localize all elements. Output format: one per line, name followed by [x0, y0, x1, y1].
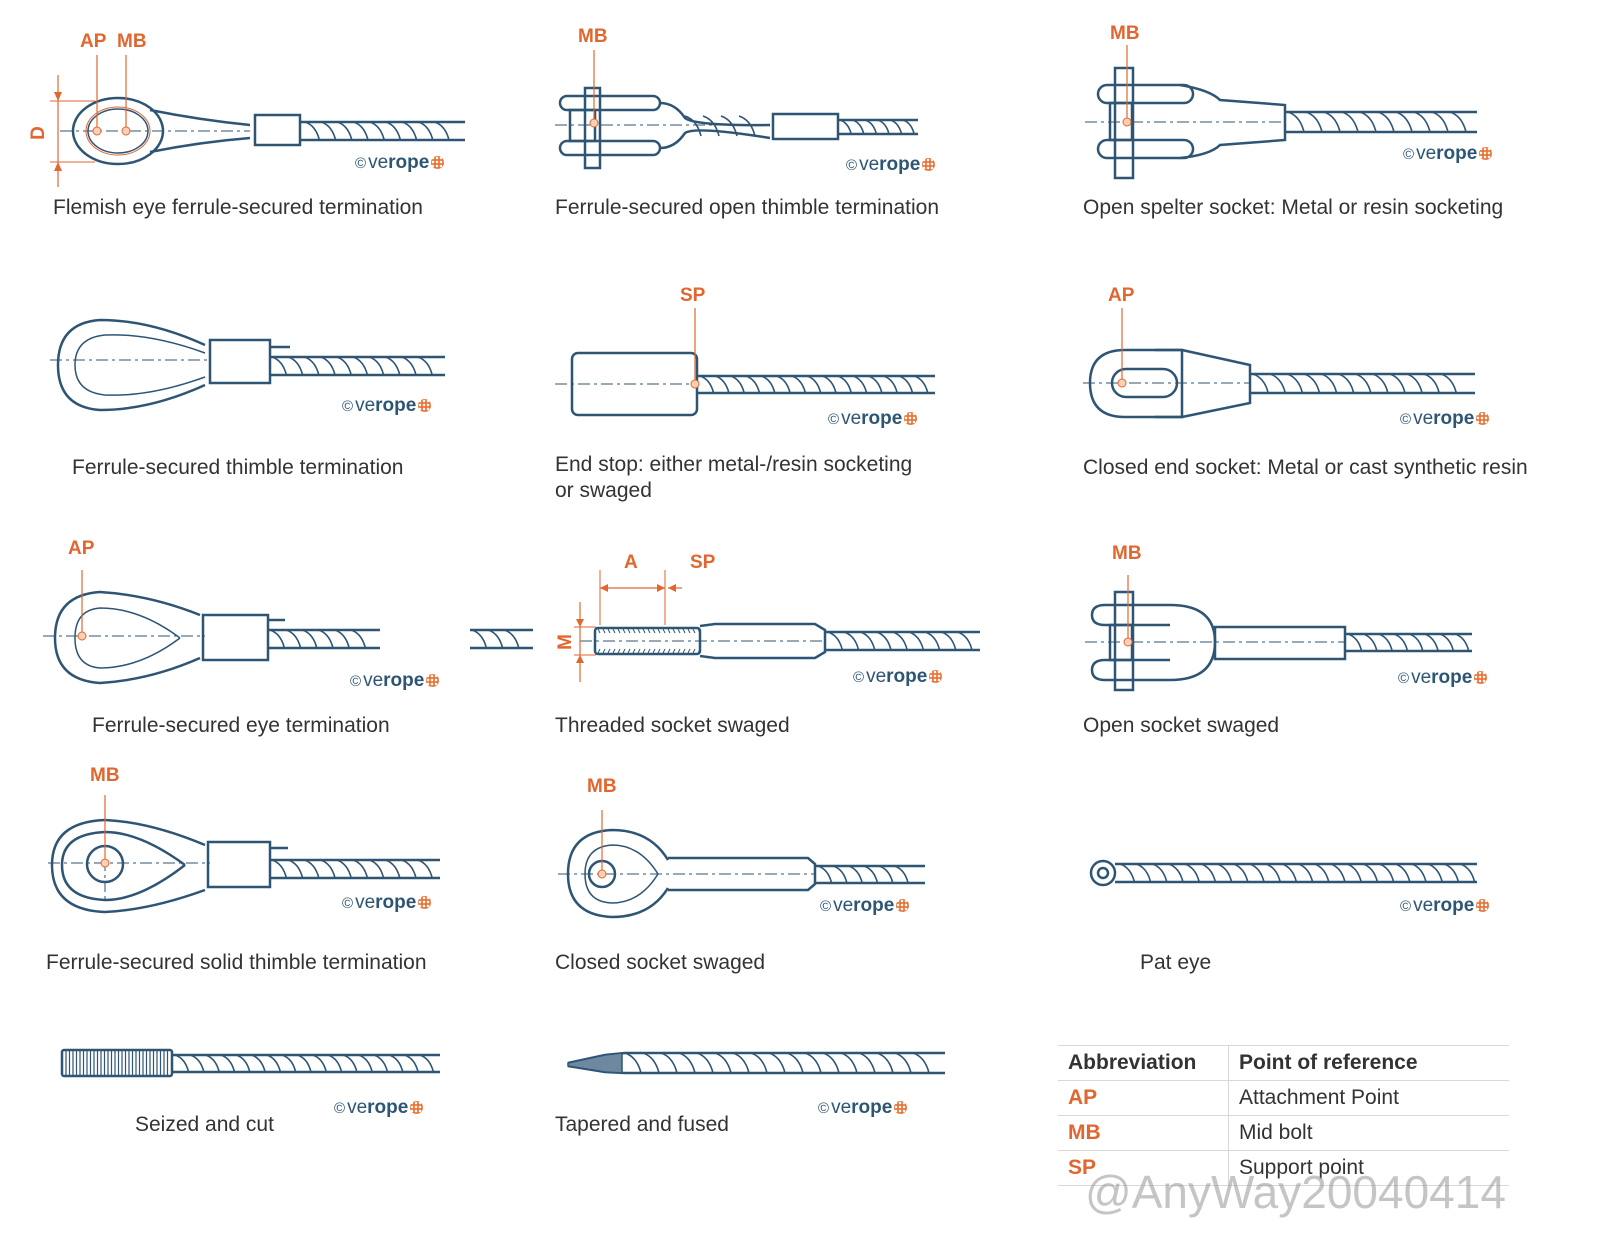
- diagram-threaded-socket: A SP M ©verope Threaded socket swaged: [555, 530, 1000, 770]
- open-thimble-drawing: [555, 50, 918, 170]
- diagram-open-spelter-socket: MB ©verope Open spelter socket: Metal or…: [1070, 0, 1570, 240]
- verope-logo: ©verope: [1400, 408, 1490, 430]
- closed-socket-drawing: [558, 810, 925, 919]
- label-d: D: [27, 126, 49, 140]
- caption-line2: or swaged: [555, 479, 652, 502]
- diagram-closed-end-socket: AP ©verope Closed end socket: Metal or c…: [1070, 265, 1590, 505]
- label-sp: SP: [680, 285, 706, 306]
- caption: Ferrule-secured open thimble termination: [555, 196, 940, 219]
- verope-logo: ©verope: [334, 1097, 424, 1119]
- caption: End stop: either metal-/resin socketing: [555, 453, 913, 476]
- label-ap: AP: [68, 538, 95, 559]
- caption: Flemish eye ferrule-secured termination: [53, 196, 423, 219]
- legend-ref: Mid bolt: [1228, 1115, 1509, 1151]
- verope-logo: ©verope: [342, 395, 432, 417]
- label-mb: MB: [90, 765, 120, 786]
- label-sp: SP: [690, 552, 716, 573]
- verope-logo: ©verope: [828, 408, 918, 430]
- diagram-pat-eye: ©verope Pat eye: [1070, 760, 1570, 1000]
- caption: Ferrule-secured eye termination: [92, 714, 390, 737]
- caption: Open socket swaged: [1083, 714, 1280, 737]
- legend-abbr: AP: [1058, 1080, 1229, 1116]
- diagram-open-thimble: MB ©verope Ferrule-secured open thimble …: [540, 0, 1040, 240]
- caption: Closed end socket: Metal or cast synthet…: [1083, 456, 1528, 479]
- open-socket-drawing: [1085, 575, 1472, 692]
- diagram-tapered-and-fused: ©verope Tapered and fused: [555, 1020, 1000, 1170]
- legend-header-row: Abbreviation Point of reference: [1058, 1045, 1509, 1081]
- solid-thimble-drawing: [48, 795, 440, 914]
- thimble-drawing: [50, 318, 445, 412]
- diagram-flemish-eye: AP MB D ©verope Flemish eye ferrule-secu…: [0, 0, 520, 240]
- label-a: A: [624, 552, 638, 573]
- legend-header-reference: Point of reference: [1228, 1045, 1509, 1081]
- verope-logo: ©verope: [820, 895, 910, 917]
- label-ap: AP: [1108, 285, 1135, 306]
- threaded-socket-drawing: [574, 570, 980, 682]
- flemish-eye-drawing: [50, 55, 465, 187]
- diagram-seized-and-cut: ©verope Seized and cut: [0, 1020, 520, 1170]
- diagram-eye-termination: AP ©verope Ferrule-secured eye terminati…: [0, 530, 540, 770]
- caption: Open spelter socket: Metal or resin sock…: [1083, 196, 1504, 219]
- verope-logo: ©verope: [350, 670, 440, 692]
- legend-ref: Attachment Point: [1228, 1080, 1509, 1116]
- verope-logo: ©verope: [846, 154, 936, 176]
- open-spelter-drawing: [1085, 45, 1477, 180]
- closed-end-drawing: [1083, 308, 1475, 419]
- legend-header-abbreviation: Abbreviation: [1058, 1045, 1229, 1081]
- legend-abbr: SP: [1058, 1150, 1229, 1186]
- tapered-drawing: [567, 1051, 945, 1075]
- label-ap: AP: [80, 31, 107, 52]
- label-mb: MB: [117, 31, 147, 52]
- verope-logo: ©verope: [1400, 895, 1490, 917]
- verope-logo: ©verope: [818, 1097, 908, 1119]
- pat-eye-drawing: [1089, 859, 1477, 887]
- diagram-solid-thimble: MB ©verope Ferrule-secured solid thimble…: [0, 760, 520, 1000]
- label-mb: MB: [1110, 23, 1140, 44]
- label-mb: MB: [1112, 543, 1142, 564]
- diagram-end-stop: SP ©verope End stop: either metal-/resin…: [540, 265, 1040, 515]
- diagram-closed-socket-swaged: MB ©verope Closed socket swaged: [540, 760, 1000, 1000]
- diagram-thimble-termination: ©verope Ferrule-secured thimble terminat…: [0, 265, 520, 505]
- eye-termination-drawing: [43, 570, 533, 685]
- label-mb: MB: [587, 776, 617, 797]
- legend-table: Abbreviation Point of reference AP Attac…: [1058, 1045, 1509, 1186]
- diagram-open-socket-swaged: MB ©verope Open socket swaged: [1070, 530, 1570, 770]
- overlay-watermark: @AnyWay20040414: [1085, 1166, 1506, 1218]
- caption: Ferrule-secured solid thimble terminatio…: [46, 951, 427, 974]
- legend-row: MB Mid bolt: [1058, 1115, 1509, 1151]
- verope-logo: ©verope: [342, 892, 432, 914]
- end-stop-drawing: [555, 308, 935, 417]
- legend-ref: Support point: [1228, 1150, 1509, 1186]
- caption: Tapered and fused: [555, 1113, 729, 1136]
- verope-logo: ©verope: [1403, 143, 1493, 165]
- verope-logo: ©verope: [853, 666, 943, 688]
- label-m: M: [554, 634, 576, 650]
- caption: Seized and cut: [135, 1113, 274, 1136]
- legend-abbr: MB: [1058, 1115, 1229, 1151]
- verope-logo: ©verope: [355, 152, 445, 174]
- label-mb: MB: [578, 26, 608, 47]
- legend-row: AP Attachment Point: [1058, 1080, 1509, 1116]
- legend-row: SP Support point: [1058, 1150, 1509, 1186]
- caption: Pat eye: [1140, 951, 1212, 974]
- seized-drawing: [60, 1048, 440, 1078]
- verope-logo: ©verope: [1398, 667, 1488, 689]
- caption: Threaded socket swaged: [555, 714, 790, 737]
- caption: Closed socket swaged: [555, 951, 766, 974]
- caption: Ferrule-secured thimble termination: [72, 456, 404, 479]
